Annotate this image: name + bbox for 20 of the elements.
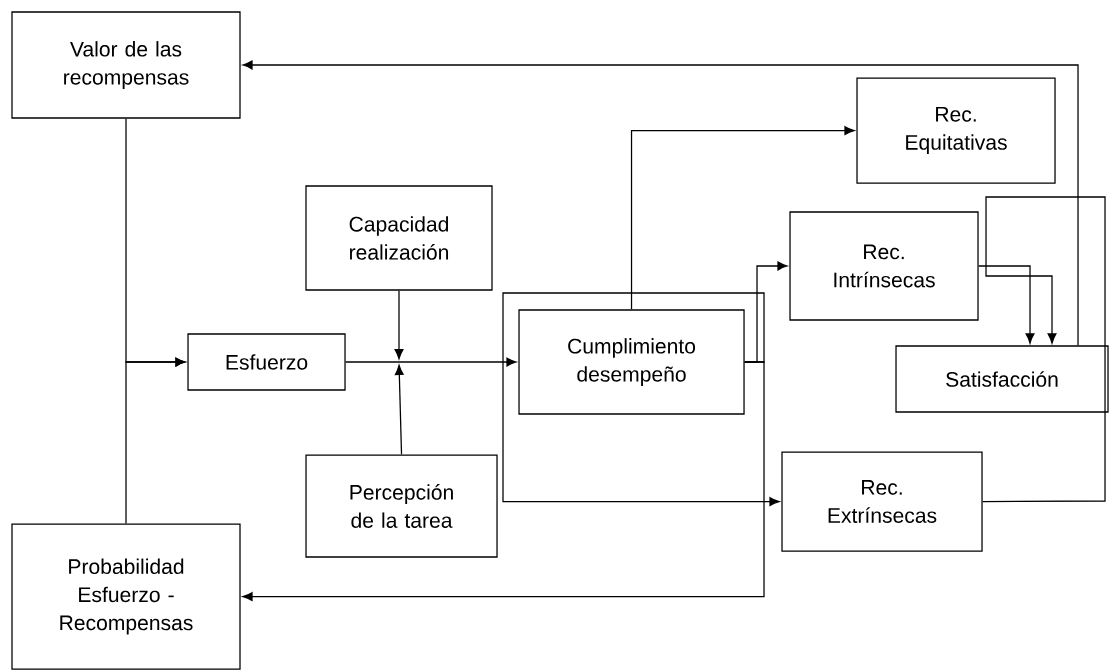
arrow xyxy=(394,290,404,360)
arrow xyxy=(982,196,1106,503)
process-box: Rec. Equitativas xyxy=(856,77,1056,184)
arrow xyxy=(125,357,186,525)
arrow xyxy=(630,126,855,310)
process-box: Valor de las recompensas xyxy=(11,11,241,119)
arrow xyxy=(242,60,1079,346)
arrow xyxy=(345,357,517,367)
process-box: Esfuerzo xyxy=(187,333,346,391)
arrow xyxy=(978,265,1035,344)
process-box: Satisfacción xyxy=(895,345,1109,413)
process-box: Percepción de la tarea xyxy=(305,454,498,558)
process-box: Rec. Extrínsecas xyxy=(781,451,983,552)
process-box: Probabilidad Esfuerzo - Recompensas xyxy=(11,523,241,670)
arrow xyxy=(502,292,780,506)
arrow xyxy=(242,361,765,601)
process-box: Capacidad realización xyxy=(305,185,493,291)
process-box: Rec. Intrínsecas xyxy=(789,211,979,321)
arrow xyxy=(394,364,404,455)
process-box: Cumplimiento desempeño xyxy=(518,309,745,415)
